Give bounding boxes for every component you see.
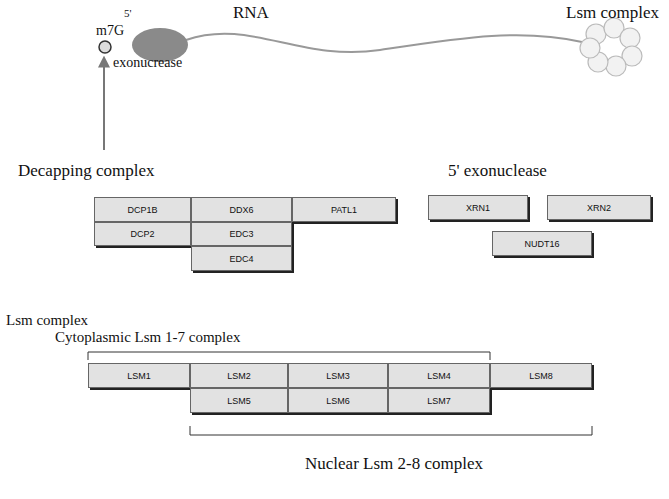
protein-name: LSM7: [427, 396, 451, 406]
protein-name: EDC4: [229, 254, 253, 264]
lsm-ring: [580, 18, 642, 76]
protein-name: LSM2: [227, 371, 251, 381]
protein-box: LSM4: [388, 363, 490, 388]
bracket: [190, 426, 592, 435]
protein-box: PATL1: [292, 197, 396, 222]
protein-box: DDX6: [191, 197, 292, 222]
protein-box: LSM3: [288, 363, 388, 388]
protein-name: LSM6: [326, 396, 350, 406]
protein-box: LSM2: [190, 363, 288, 388]
protein-name: XRN2: [587, 203, 611, 213]
cap-circle: [99, 41, 111, 53]
protein-box: XRN2: [547, 195, 651, 220]
label-text: Lsm complex: [6, 313, 88, 328]
decap-arrow: [103, 58, 105, 150]
protein-name: DDX6: [229, 205, 253, 215]
rna-strand: [186, 34, 582, 52]
protein-box: LSM6: [288, 388, 388, 413]
protein-name: PATL1: [331, 205, 357, 215]
protein-box: LSM5: [190, 388, 288, 413]
label-text: Decapping complex: [18, 162, 154, 179]
label-text: m7G: [96, 24, 124, 38]
protein-box: DCP2: [94, 222, 191, 246]
protein-box: EDC4: [191, 246, 292, 271]
protein-name: EDC3: [229, 229, 253, 239]
label-text: Cytoplasmic Lsm 1-7 complex: [55, 330, 240, 345]
label-text: Lsm complex: [566, 4, 659, 21]
protein-box: EDC3: [191, 222, 292, 246]
protein-box: LSM7: [388, 388, 490, 413]
label-text: RNA: [233, 4, 269, 21]
protein-name: LSM5: [227, 396, 251, 406]
protein-name: DCP2: [130, 229, 154, 239]
protein-box: LSM8: [490, 363, 592, 388]
label-text: Nuclear Lsm 2-8 complex: [305, 455, 483, 472]
protein-name: DCP1B: [127, 205, 157, 215]
protein-name: NUDT16: [524, 239, 559, 249]
protein-name: XRN1: [466, 203, 490, 213]
label-text: 5' exonuclease: [448, 162, 547, 179]
protein-box: DCP1B: [94, 197, 191, 222]
protein-box: XRN1: [428, 195, 528, 220]
protein-name: LSM8: [529, 371, 553, 381]
bracket: [88, 352, 490, 360]
label-text: exonucrease: [113, 56, 182, 70]
protein-name: LSM4: [427, 371, 451, 381]
protein-name: LSM3: [326, 371, 350, 381]
protein-box: NUDT16: [492, 231, 592, 256]
protein-box: LSM1: [88, 363, 190, 388]
protein-name: LSM1: [127, 371, 151, 381]
label-text: 5': [124, 8, 131, 19]
